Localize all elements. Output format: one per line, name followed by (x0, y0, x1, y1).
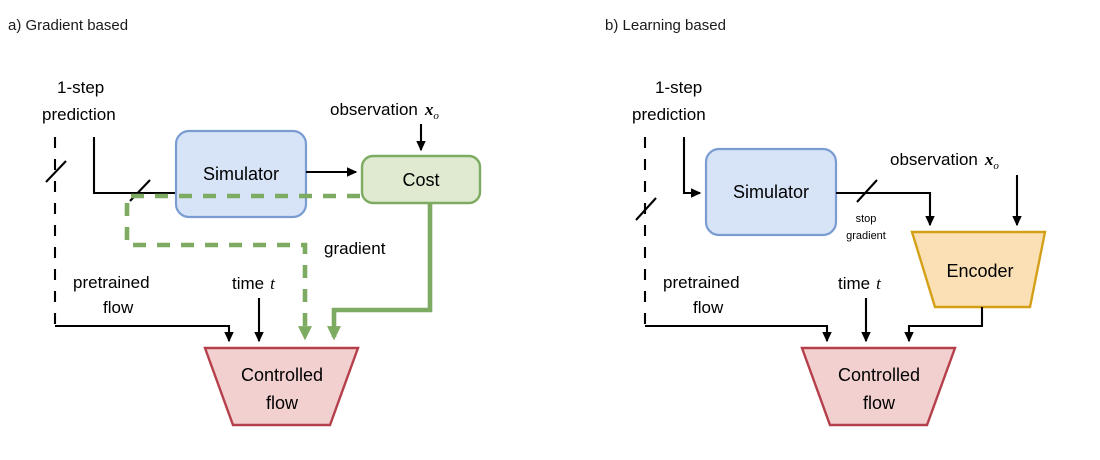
panel-b-controlled-flow-shape[interactable] (800, 346, 957, 427)
panel-b: b) Learning based 1-step prediction Simu… (605, 17, 1047, 427)
panel-a-controlled-flow-label-line2: flow (266, 393, 299, 413)
panel-b-encoder-shape[interactable] (910, 230, 1047, 309)
panel-b-controlled-flow-label-line2: flow (863, 393, 896, 413)
panel-b-controlled-flow-label-line1: Controlled (838, 365, 920, 385)
panel-b-gradient-label: gradient (846, 230, 886, 242)
panel-a-gradient-dashed-path (124, 193, 360, 341)
panel-a-prediction-arrow (92, 137, 176, 195)
panel-b-flow-label: flow (693, 298, 724, 317)
panel-b-encoder-out-wire (904, 307, 984, 343)
panel-a-controlled-flow-label-line1: Controlled (241, 365, 323, 385)
panel-a-gradient-solid-path (327, 203, 433, 341)
panel-b-sim-to-encoder-wire (836, 191, 935, 227)
panel-a-cost-box[interactable] (360, 154, 482, 205)
panel-b-one-step-label: 1-step (655, 78, 702, 97)
panel-a-prediction-label: prediction (42, 105, 116, 124)
panel-b-slash-trunk (635, 197, 657, 221)
panel-a: a) Gradient based 1-step prediction Simu… (8, 17, 482, 427)
panel-a-one-step-label: 1-step (57, 78, 104, 97)
panel-a-title: a) Gradient based (8, 17, 128, 34)
panel-b-prediction-label: prediction (632, 105, 706, 124)
panel-a-gradient-label: gradient (324, 239, 386, 258)
panel-b-slash-stop-gradient (856, 179, 878, 203)
panel-b-encoder-label: Encoder (946, 261, 1013, 281)
panel-a-slash-trunk (45, 160, 67, 183)
panel-a-flow-label: flow (103, 298, 134, 317)
panel-b-pretrained-label: pretrained (663, 273, 740, 292)
panel-a-controlled-flow-shape[interactable] (203, 346, 360, 427)
panel-b-title: b) Learning based (605, 17, 726, 34)
panel-a-pretrained-label: pretrained (73, 273, 150, 292)
panel-b-pretrained-wire (645, 324, 832, 343)
panel-a-pretrained-wire (55, 324, 234, 343)
panel-b-simulator-label: Simulator (733, 182, 809, 202)
panel-b-stop-label: stop (856, 213, 877, 225)
panel-b-prediction-arrow (682, 137, 702, 198)
panel-a-simulator-label: Simulator (203, 164, 279, 184)
panel-a-cost-label: Cost (402, 170, 439, 190)
